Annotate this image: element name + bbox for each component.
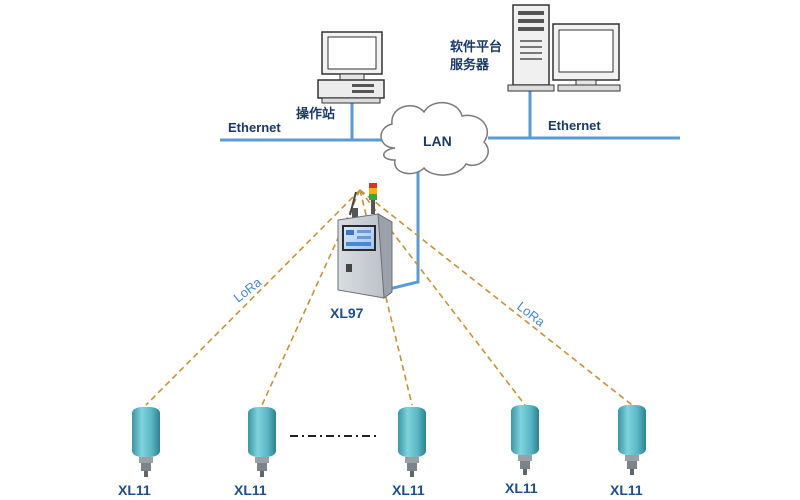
sensor-label-4: XL11 [505, 480, 538, 496]
xl11-sensor-2 [248, 407, 276, 477]
workstation-computer-icon [317, 31, 385, 104]
ethernet-left-label: Ethernet [228, 120, 281, 135]
xl97-gateway-cabinet [337, 183, 393, 299]
xl11-sensor-3 [398, 407, 426, 477]
sensor-cylinder-icon [618, 405, 646, 455]
server-tower-icon [507, 4, 555, 92]
workstation-label: 操作站 [296, 106, 335, 121]
sensor-label-5: XL11 [610, 482, 643, 498]
lan-cloud-icon [380, 102, 489, 176]
xl11-sensor-4 [511, 405, 539, 475]
lora-link-1 [145, 189, 361, 406]
lan-label: LAN [423, 133, 452, 149]
server-label-line2: 服务器 [450, 57, 490, 72]
cabinet-lock-icon [346, 264, 352, 272]
xl97-label: XL97 [330, 305, 364, 321]
sensor-label-1: XL11 [118, 482, 151, 498]
signal-tower-light-icon [369, 183, 377, 188]
xl11-sensor-1 [132, 407, 160, 477]
sensor-label-2: XL11 [234, 482, 267, 498]
server-label-line1: 软件平台 [450, 39, 502, 54]
lora-left-label: LoRa [231, 274, 265, 305]
lan-to-gateway-line [384, 170, 420, 292]
ethernet-right-label: Ethernet [548, 118, 601, 133]
sensor-cylinder-icon [398, 407, 426, 457]
lora-right-label: LoRa [514, 299, 548, 330]
ethernet-backbone [220, 90, 680, 292]
xl11-sensor-5 [618, 405, 646, 475]
sensor-cylinder-icon [248, 407, 276, 457]
sensor-label-3: XL11 [392, 482, 425, 498]
sensor-cylinder-icon [132, 407, 160, 457]
lora-link-3 [359, 189, 413, 406]
lora-link-5 [359, 189, 633, 406]
server-monitor-icon [552, 23, 621, 92]
sensor-cylinder-icon [511, 405, 539, 455]
